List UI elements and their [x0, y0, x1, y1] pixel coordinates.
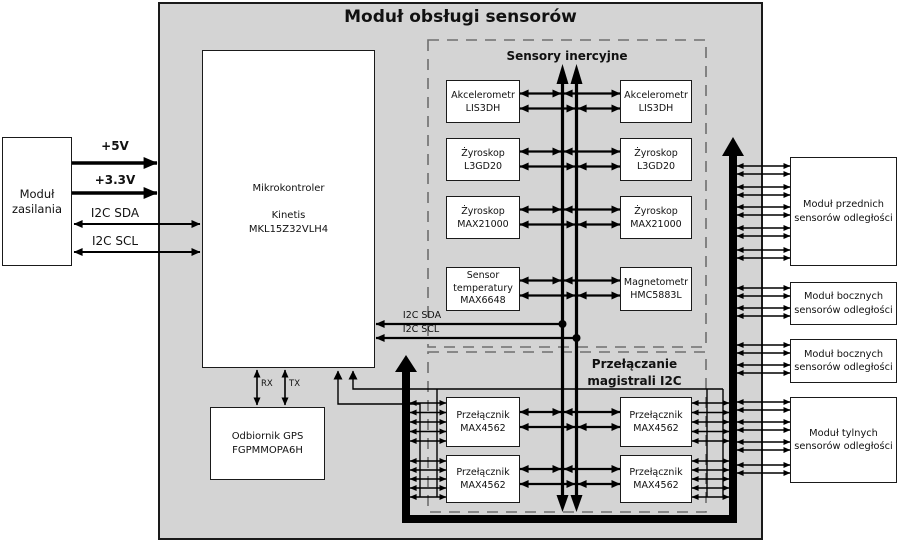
sensor-part-number: LIS3DH — [465, 102, 501, 114]
tx-label: TX — [289, 379, 301, 389]
switch-part-number: MAX4562 — [460, 480, 506, 491]
sensor-part-number: HMC5883L — [630, 290, 682, 301]
page-title: Moduł obsługi sensorów — [344, 7, 577, 27]
module-label: Moduł przednich — [803, 199, 884, 210]
side-distance-module-box-1: Moduł bocznych sensorów odległości — [790, 282, 897, 325]
v33-label: +3.3V — [94, 173, 136, 187]
sensor-part-number: L3GD20 — [636, 160, 676, 172]
mcu-box: Mikrokontroler Kinetis MKL15Z32VLH4 — [202, 50, 375, 368]
sensor-box-gyro-max21000-right: Żyroskop MAX21000 — [620, 196, 692, 239]
distance-module-lines — [736, 163, 791, 476]
switching-title-line1: Przełączanie — [591, 357, 678, 371]
switching-title-line2: magistrali I2C — [587, 374, 682, 388]
rx-tx-arrows — [253, 369, 289, 406]
power-arrows — [72, 157, 201, 256]
power-module-line2: zasilania — [11, 201, 63, 216]
sensor-part-number: MAX21000 — [630, 218, 682, 230]
switch-bundles — [409, 400, 730, 500]
sda-left-label: I2C SDA — [90, 206, 140, 220]
power-module-box: Moduł zasilania — [2, 137, 72, 266]
sensor-label: Żyroskop — [634, 147, 678, 159]
sensor-label: Akcelerometr — [451, 89, 515, 101]
sensor-box-accelerometer-right: Akcelerometr LIS3DH — [620, 80, 692, 123]
module-label2: sensorów odległości — [794, 304, 893, 316]
sensor-box-gyro-l3gd20-right: Żyroskop L3GD20 — [620, 138, 692, 181]
scl-mid-label: I2C SCL — [402, 324, 440, 335]
sda-mid-label: I2C SDA — [402, 310, 442, 321]
switch-part-number: MAX4562 — [633, 480, 679, 491]
sensor-box-gyro-l3gd20-left: Żyroskop L3GD20 — [446, 138, 520, 181]
i2c-sda-scl-lines — [375, 320, 581, 342]
module-label: Moduł bocznych — [803, 348, 884, 360]
side-distance-module-box-2: Moduł bocznych sensorów odległości — [790, 339, 897, 383]
power-module-line1: Moduł — [19, 186, 55, 201]
v5-label: +5V — [101, 139, 129, 153]
thick-bus — [395, 137, 744, 523]
module-label: Moduł tylnych — [809, 427, 878, 439]
i2c-bus-vertical — [556, 64, 583, 512]
switch-part-number: MAX4562 — [633, 423, 679, 434]
rear-distance-module-box: Moduł tylnych sensorów odległości — [790, 397, 897, 483]
inertial-section-title: Sensory inercyjne — [506, 49, 628, 63]
sensor-label: Magnetometr — [623, 277, 689, 288]
sensor-part-number: MAX21000 — [457, 218, 509, 230]
switch-label: Przełącznik — [629, 410, 683, 421]
sensor-box-accelerometer-left: Akcelerometr LIS3DH — [446, 80, 520, 123]
scl-left-label: I2C SCL — [91, 234, 139, 248]
switch-box-bottom-right: Przełącznik MAX4562 — [620, 455, 692, 503]
switch-box-bottom-left: Przełącznik MAX4562 — [446, 455, 520, 503]
sensor-bus-arrows — [519, 89, 621, 300]
sensor-box-magnetometer: Magnetometr HMC5883L — [620, 267, 692, 311]
sensor-label: Żyroskop — [461, 205, 505, 217]
sensor-label: Żyroskop — [634, 205, 678, 217]
sensor-box-temperature: Sensor temperatury MAX6648 — [446, 267, 520, 311]
mcu-line3: MKL15Z32VLH4 — [248, 223, 329, 235]
sensor-part-number: L3GD20 — [463, 160, 503, 172]
switch-label: Przełącznik — [629, 467, 683, 478]
dashed-section-borders — [427, 39, 707, 513]
module-label: Moduł bocznych — [803, 291, 884, 302]
mcu-line2: Kinetis — [271, 209, 306, 221]
gps-line1: Odbiornik GPS — [231, 430, 304, 442]
module-label2: sensorów odległości — [794, 441, 893, 452]
gps-box: Odbiornik GPS FGPMMOPA6H — [210, 407, 325, 480]
sensor-part-number: LIS3DH — [638, 102, 674, 114]
switch-label: Przełącznik — [456, 467, 510, 478]
module-label2: sensorów odległości — [794, 212, 893, 224]
sensor-label2: temperatury — [453, 282, 513, 294]
rx-label: RX — [261, 379, 273, 389]
front-distance-module-box: Moduł przednich sensorów odległości — [790, 157, 897, 266]
switch-label: Przełącznik — [456, 410, 510, 421]
mcu-line1: Mikrokontroler — [252, 182, 325, 194]
module-label2: sensorów odległości — [794, 362, 893, 373]
switch-bus-arrows — [519, 408, 621, 488]
gps-line2: FGPMMOPA6H — [232, 444, 303, 456]
sensor-box-gyro-max21000-left: Żyroskop MAX21000 — [446, 196, 520, 239]
switch-box-top-right: Przełącznik MAX4562 — [620, 397, 692, 447]
sensor-label: Akcelerometr — [624, 89, 688, 101]
sensor-part-number: MAX6648 — [460, 295, 506, 307]
switching-section-title: Przełączanie magistrali I2C — [562, 356, 707, 390]
sensor-label: Żyroskop — [461, 147, 505, 159]
sensor-label: Sensor — [466, 270, 500, 282]
switch-part-number: MAX4562 — [460, 423, 506, 434]
switch-box-top-left: Przełącznik MAX4562 — [446, 397, 520, 447]
